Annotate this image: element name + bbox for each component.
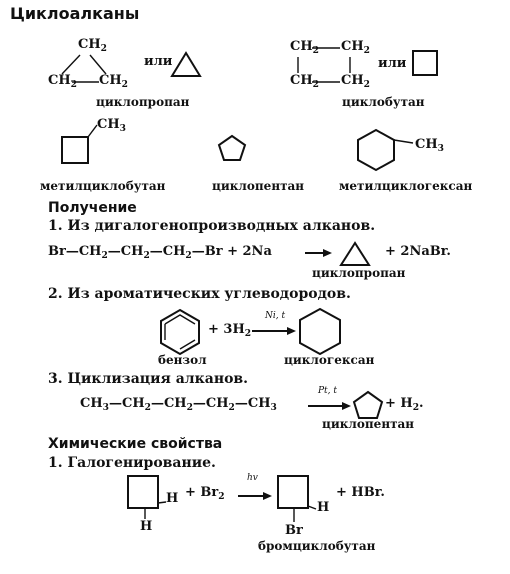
- methyl-bond-2: [393, 139, 414, 144]
- equation-3-product-label: циклопентан: [322, 417, 415, 431]
- product-br: Br: [285, 523, 303, 538]
- bromocyclobutane-label: бромциклобутан: [258, 539, 376, 553]
- bromocyclobutane-square-icon: [277, 475, 309, 509]
- equation-2-condition: Ni, t: [265, 311, 286, 321]
- or-word-2: или: [378, 56, 407, 71]
- benzene-label: бензол: [158, 353, 207, 367]
- cyclobutane-ch2-tr: CH2: [341, 39, 370, 56]
- equation-2-reagent: + 3H2: [208, 322, 252, 339]
- cyclobutane-ch2-bl: CH2: [290, 73, 319, 90]
- equation-4-arrowhead: [263, 492, 272, 500]
- cyclobutane-square-icon: [412, 50, 438, 76]
- equation-3-alkane: CH3—CH2—CH2—CH2—CH3: [80, 396, 277, 413]
- preparation-heading: Получение: [48, 200, 137, 216]
- methyl-label-1: CH3: [97, 117, 126, 134]
- cyclopropane-bond-right: [89, 54, 107, 75]
- cyclobutane-ch2-tl: CH2: [290, 39, 319, 56]
- equation-2-arrowhead: [287, 327, 296, 335]
- equation-4-reagent: + Br2: [185, 485, 225, 502]
- methylcyclobutane-name: метилциклобутан: [40, 179, 166, 193]
- cyclobutane-ch2-br: CH2: [341, 73, 370, 90]
- equation-3-condition: Pt, t: [318, 386, 338, 396]
- cyclobutane-name: циклобутан: [342, 95, 425, 109]
- product-h-right: H: [317, 500, 330, 515]
- benzene-hexagon-icon: [160, 308, 200, 356]
- methylcyclohexane-hexagon-icon: [357, 128, 395, 172]
- product-ch-bond-right: [307, 505, 317, 510]
- equation-1-reactant: Br—CH2—CH2—CH2—Br + 2Na: [48, 244, 272, 261]
- or-word-1: или: [144, 54, 173, 69]
- equation-3-pentagon-icon: [352, 390, 384, 419]
- page-title: Циклоалканы: [10, 4, 140, 23]
- cyclopentane-name: циклопентан: [212, 179, 305, 193]
- cyclobutane-reactant-square-icon: [127, 475, 159, 509]
- preparation-item-2: 2. Из ароматических углеводородов.: [48, 286, 351, 302]
- equation-1-product-label: циклопропан: [312, 266, 406, 280]
- reactant-ch-bond-right: [157, 501, 167, 504]
- methyl-label-2: CH3: [415, 137, 444, 154]
- methylcyclobutane-square-icon: [61, 136, 89, 164]
- cyclopropane-ch2-left: CH2: [48, 73, 77, 90]
- preparation-item-3: 3. Циклизация алканов.: [48, 371, 249, 387]
- cyclopropane-triangle-icon: [170, 51, 202, 77]
- cyclopropane-name: циклопропан: [96, 95, 190, 109]
- reactant-h-right: H: [166, 491, 179, 506]
- equation-1-arrowhead: [323, 249, 332, 257]
- properties-heading: Химические свойства: [48, 436, 223, 452]
- equation-4-product: + HBr.: [336, 485, 385, 500]
- benzene-double-bond-right: [179, 339, 196, 350]
- equation-3-product: + H2.: [385, 396, 424, 413]
- cyclohexane-hexagon-icon: [299, 307, 341, 356]
- cyclopentane-pentagon-icon: [217, 134, 247, 161]
- cyclohexane-label: циклогексан: [284, 353, 375, 367]
- equation-4-condition: hv: [247, 473, 258, 483]
- equation-1-triangle-icon: [339, 241, 371, 266]
- cyclopropane-bond-left: [61, 54, 81, 75]
- cyclopropane-ch2-right: CH2: [99, 73, 128, 90]
- properties-item-1: 1. Галогенирование.: [48, 455, 216, 471]
- equation-3-arrowhead: [342, 402, 351, 410]
- methylcyclohexane-name: метилциклогексан: [339, 179, 473, 193]
- cyclopropane-ch2-top: CH2: [78, 37, 107, 54]
- reactant-h-bottom: H: [140, 519, 153, 534]
- benzene-double-bond-top: [164, 314, 196, 325]
- preparation-item-1: 1. Из дигалогенопроизводных алканов.: [48, 218, 376, 234]
- equation-1-product: + 2NaBr.: [385, 244, 451, 259]
- methyl-bond-1: [87, 124, 98, 138]
